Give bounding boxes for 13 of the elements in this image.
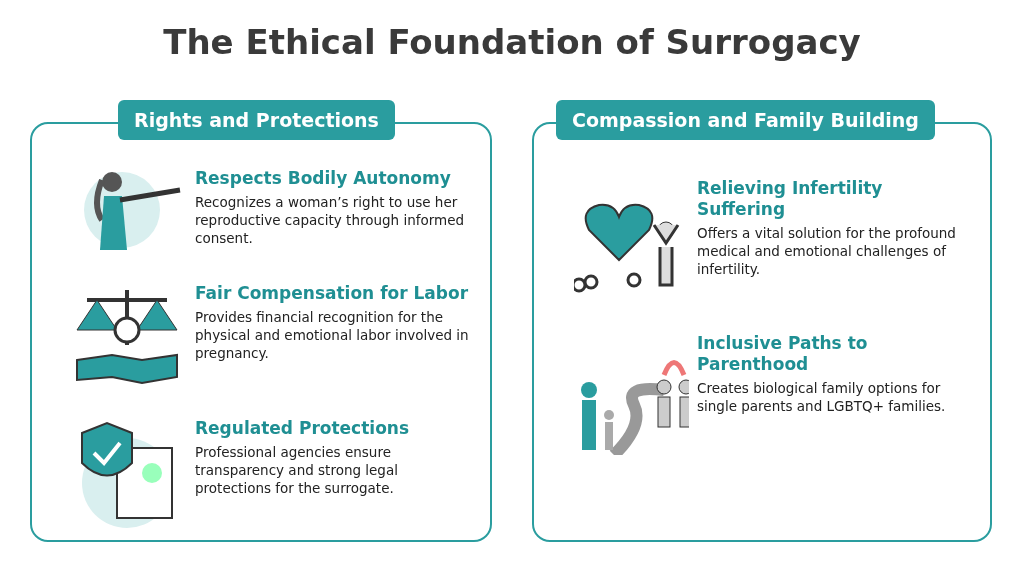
item-description: Creates biological family options for single parents and LGBTQ+ families. [697, 379, 947, 415]
item-heading: Regulated Protections [195, 418, 411, 439]
item-heading: Fair Compensation for Labor [195, 283, 470, 304]
item-heading: Relieving Infertility Suffering [697, 178, 884, 220]
section-heading: Rights and Protections [118, 100, 395, 140]
item-description: Professional agencies ensure transparency and strong legal protections for the surrogate. [195, 443, 399, 497]
item-description: Provides financial recognition for the physical and emotional labor involved in pregnancy. [195, 308, 470, 362]
item-heading: Inclusive Paths to Parenthood [697, 333, 869, 375]
page-title: The Ethical Foundation of Surrogacy [162, 22, 862, 62]
item-heading: Respects Bodily Autonomy [195, 168, 452, 189]
item-description: Recognizes a woman’s right to use her reproductive capacity through informed consent. [195, 193, 466, 247]
item-description: Offers a vital solution for the profound medical and emotional challenges of infertility. [697, 224, 957, 278]
section-heading: Compassion and Family Building [556, 100, 935, 140]
